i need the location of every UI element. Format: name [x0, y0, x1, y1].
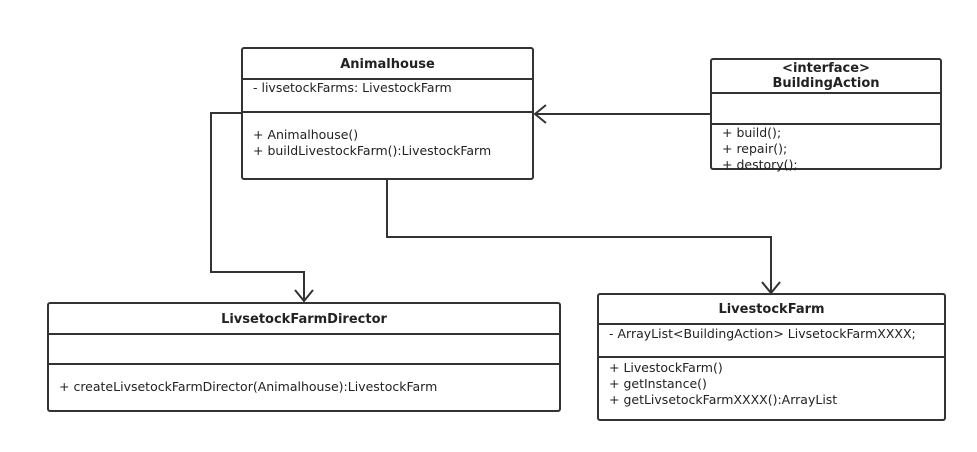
- operation: + buildLivestockFarm():LivestockFarm: [253, 143, 492, 158]
- class-name: LivestockFarm: [718, 302, 825, 317]
- operations-section: + Animalhouse() + buildLivestockFarm():L…: [243, 113, 532, 159]
- operations-section: + LivestockFarm() + getInstance() + getL…: [599, 358, 944, 408]
- class-title: LivestockFarm: [599, 295, 944, 325]
- attributes-section: - livsetockFarms: LivestockFarm: [243, 80, 532, 113]
- class-name: Animalhouse: [340, 57, 435, 72]
- attributes-section: [712, 94, 940, 125]
- class-title: LivsetockFarmDirector: [49, 304, 559, 335]
- attribute: - livsetockFarms: LivestockFarm: [253, 80, 452, 95]
- operation: + build();: [722, 125, 782, 140]
- class-title: <interface> BuildingAction: [712, 60, 940, 94]
- operation: + destory();: [722, 157, 798, 172]
- class-livestockfarm[interactable]: LivestockFarm - ArrayList<BuildingAction…: [597, 293, 946, 421]
- operation: + LivestockFarm(): [609, 360, 723, 375]
- attribute: - ArrayList<BuildingAction> LivsetockFar…: [609, 326, 916, 341]
- class-name: BuildingAction: [772, 76, 880, 91]
- operation: + getLivsetockFarmXXXX():ArrayList: [609, 392, 838, 407]
- connector-animalhouse-to-livestockfarm: [386, 180, 772, 293]
- attributes-section: - ArrayList<BuildingAction> LivsetockFar…: [599, 325, 944, 358]
- class-animalhouse[interactable]: Animalhouse - livsetockFarms: LivestockF…: [241, 47, 534, 180]
- operations-section: + build(); + repair(); + destory();: [712, 125, 940, 173]
- arrowhead-animalhouse: [533, 104, 547, 124]
- operation: + getInstance(): [609, 376, 707, 391]
- operation: + createLivsetockFarmDirector(Animalhous…: [59, 379, 438, 394]
- class-name: LivsetockFarmDirector: [221, 312, 387, 327]
- operations-section: + createLivsetockFarmDirector(Animalhous…: [49, 365, 559, 395]
- operation: + Animalhouse(): [253, 127, 359, 142]
- class-director[interactable]: LivsetockFarmDirector + createLivsetockF…: [47, 302, 561, 412]
- class-title: Animalhouse: [243, 49, 532, 80]
- attributes-section: [49, 335, 559, 365]
- connector-animalhouse-to-director: [210, 112, 305, 301]
- interface-buildingaction[interactable]: <interface> BuildingAction + build(); + …: [710, 58, 942, 173]
- operation: + repair();: [722, 141, 788, 156]
- stereotype-label: <interface>: [782, 61, 870, 76]
- arrowhead-director: [294, 289, 314, 303]
